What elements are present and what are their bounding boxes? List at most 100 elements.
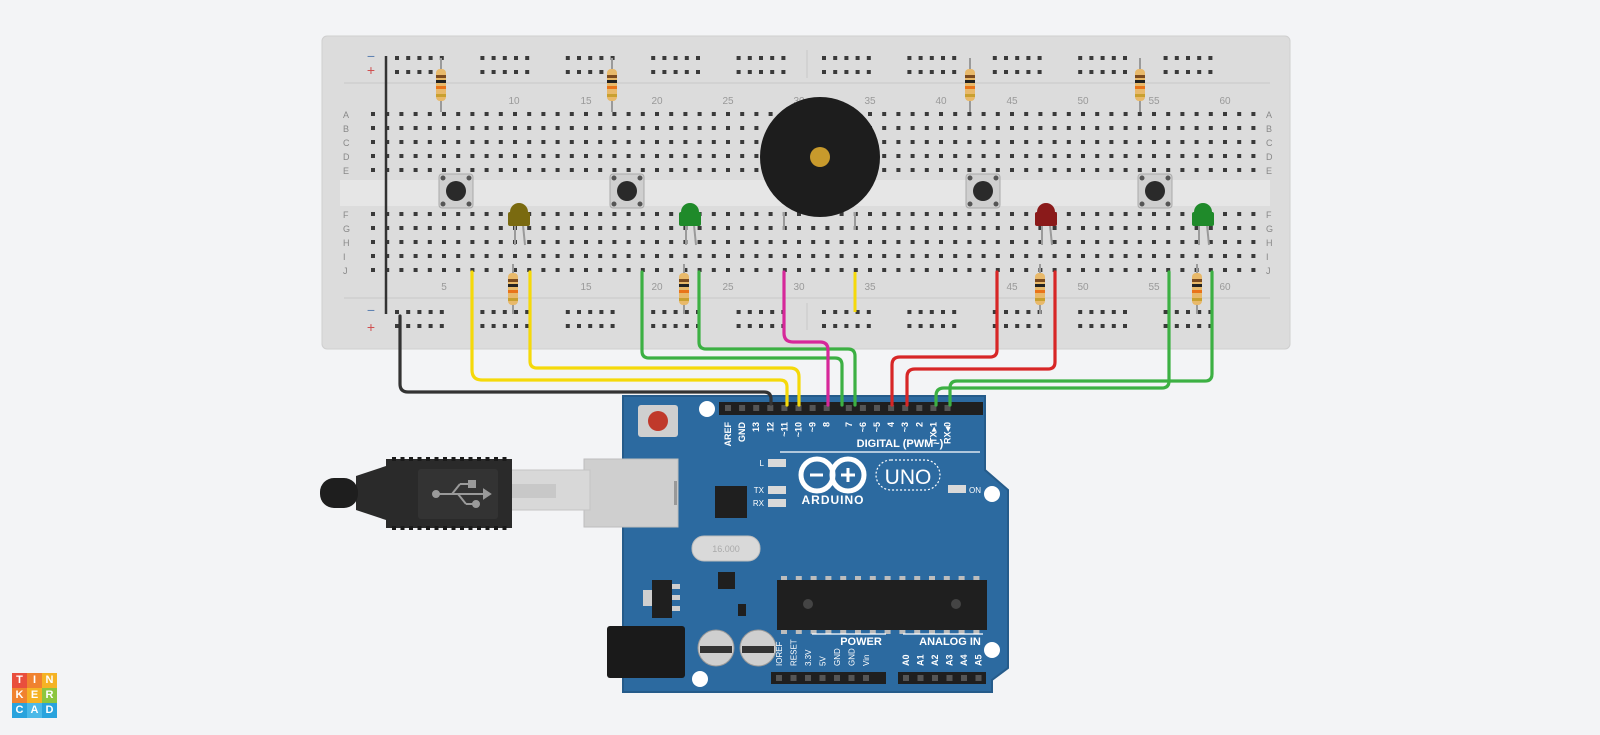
breadboard-hole[interactable] bbox=[1066, 240, 1071, 244]
breadboard-hole[interactable] bbox=[853, 240, 858, 244]
breadboard-hole[interactable] bbox=[413, 212, 418, 216]
breadboard-hole[interactable] bbox=[1166, 126, 1171, 130]
breadboard-hole[interactable] bbox=[484, 254, 489, 258]
breadboard-hole[interactable] bbox=[569, 168, 574, 172]
breadboard-hole[interactable] bbox=[1137, 168, 1142, 172]
breadboard-hole[interactable] bbox=[995, 112, 1000, 116]
rail-hole[interactable] bbox=[684, 324, 689, 328]
rail-hole[interactable] bbox=[736, 324, 741, 328]
digital-pin-hole[interactable] bbox=[902, 405, 909, 411]
breadboard-hole[interactable] bbox=[1123, 212, 1128, 216]
breadboard-hole[interactable] bbox=[1038, 254, 1043, 258]
breadboard-hole[interactable] bbox=[1081, 226, 1085, 230]
breadboard-hole[interactable] bbox=[442, 212, 446, 216]
breadboard-hole[interactable] bbox=[768, 226, 773, 230]
breadboard-hole[interactable] bbox=[1137, 212, 1142, 216]
breadboard-hole[interactable] bbox=[1223, 168, 1227, 172]
breadboard-hole[interactable] bbox=[910, 126, 915, 130]
breadboard-hole[interactable] bbox=[640, 154, 645, 158]
breadboard-hole[interactable] bbox=[1038, 126, 1043, 130]
breadboard-hole[interactable] bbox=[1066, 226, 1071, 230]
breadboard-hole[interactable] bbox=[754, 240, 759, 244]
breadboard-hole[interactable] bbox=[1038, 226, 1043, 230]
breadboard-hole[interactable] bbox=[882, 168, 887, 172]
rail-hole[interactable] bbox=[844, 70, 849, 74]
breadboard-hole[interactable] bbox=[413, 140, 418, 144]
breadboard-hole[interactable] bbox=[868, 254, 872, 258]
breadboard-hole[interactable] bbox=[1194, 226, 1199, 230]
breadboard-hole[interactable] bbox=[541, 212, 546, 216]
rail-hole[interactable] bbox=[514, 310, 518, 314]
rail-hole[interactable] bbox=[1208, 56, 1213, 60]
breadboard-hole[interactable] bbox=[371, 240, 375, 244]
breadboard-hole[interactable] bbox=[953, 212, 958, 216]
push-button[interactable] bbox=[609, 173, 645, 209]
breadboard-hole[interactable] bbox=[896, 168, 901, 172]
breadboard-hole[interactable] bbox=[825, 240, 830, 244]
rail-hole[interactable] bbox=[525, 324, 530, 328]
rail-hole[interactable] bbox=[565, 324, 570, 328]
rail-hole[interactable] bbox=[1174, 56, 1179, 60]
rail-hole[interactable] bbox=[747, 56, 752, 60]
rail-hole[interactable] bbox=[1174, 310, 1179, 314]
breadboard-hole[interactable] bbox=[470, 168, 475, 172]
breadboard-hole[interactable] bbox=[797, 226, 801, 230]
breadboard-hole[interactable] bbox=[1237, 254, 1242, 258]
breadboard-hole[interactable] bbox=[1123, 240, 1128, 244]
breadboard-hole[interactable] bbox=[1137, 268, 1142, 272]
breadboard-hole[interactable] bbox=[896, 226, 901, 230]
rail-hole[interactable] bbox=[941, 70, 945, 74]
breadboard-hole[interactable] bbox=[1208, 140, 1213, 144]
rail-hole[interactable] bbox=[1111, 324, 1116, 328]
breadboard-hole[interactable] bbox=[683, 168, 688, 172]
breadboard-hole[interactable] bbox=[371, 112, 375, 116]
breadboard-hole[interactable] bbox=[442, 240, 446, 244]
breadboard-hole[interactable] bbox=[882, 126, 887, 130]
breadboard-hole[interactable] bbox=[1180, 168, 1185, 172]
breadboard-hole[interactable] bbox=[612, 240, 617, 244]
breadboard-hole[interactable] bbox=[555, 140, 560, 144]
breadboard-hole[interactable] bbox=[1123, 126, 1128, 130]
breadboard-hole[interactable] bbox=[598, 226, 603, 230]
rail-hole[interactable] bbox=[502, 70, 507, 74]
breadboard-hole[interactable] bbox=[924, 168, 929, 172]
analog-pin-hole[interactable] bbox=[903, 675, 909, 681]
breadboard-hole[interactable] bbox=[967, 226, 972, 230]
rail-hole[interactable] bbox=[439, 310, 444, 314]
rail-hole[interactable] bbox=[929, 310, 934, 314]
breadboard-hole[interactable] bbox=[555, 212, 560, 216]
breadboard-hole[interactable] bbox=[371, 154, 375, 158]
rail-hole[interactable] bbox=[866, 56, 871, 60]
breadboard-hole[interactable] bbox=[1166, 112, 1171, 116]
rail-hole[interactable] bbox=[1186, 56, 1190, 60]
breadboard-hole[interactable] bbox=[427, 154, 432, 158]
breadboard-hole[interactable] bbox=[939, 112, 943, 116]
breadboard-hole[interactable] bbox=[839, 226, 844, 230]
wire-green-9[interactable] bbox=[640, 270, 844, 407]
rail-hole[interactable] bbox=[1004, 70, 1008, 74]
rail-hole[interactable] bbox=[599, 70, 604, 74]
breadboard-hole[interactable] bbox=[939, 154, 943, 158]
rail-hole[interactable] bbox=[406, 324, 411, 328]
breadboard-hole[interactable] bbox=[995, 268, 1000, 272]
wire-red-5[interactable] bbox=[905, 270, 1057, 407]
rail-hole[interactable] bbox=[1089, 324, 1094, 328]
breadboard-hole[interactable] bbox=[1024, 268, 1029, 272]
wire-red-6[interactable] bbox=[890, 270, 999, 407]
rail-hole[interactable] bbox=[395, 324, 399, 328]
breadboard-hole[interactable] bbox=[939, 140, 943, 144]
breadboard-hole[interactable] bbox=[598, 212, 603, 216]
resistor[interactable] bbox=[508, 264, 518, 314]
breadboard-hole[interactable] bbox=[924, 254, 929, 258]
breadboard-hole[interactable] bbox=[882, 154, 887, 158]
rail-hole[interactable] bbox=[417, 310, 422, 314]
breadboard-hole[interactable] bbox=[413, 112, 418, 116]
breadboard-hole[interactable] bbox=[569, 226, 574, 230]
power-pin-hole[interactable] bbox=[863, 675, 869, 681]
rail-hole[interactable] bbox=[577, 310, 581, 314]
breadboard-hole[interactable] bbox=[413, 254, 418, 258]
breadboard-hole[interactable] bbox=[726, 154, 730, 158]
breadboard-hole[interactable] bbox=[626, 126, 631, 130]
rail-hole[interactable] bbox=[588, 324, 593, 328]
breadboard-hole[interactable] bbox=[669, 240, 674, 244]
